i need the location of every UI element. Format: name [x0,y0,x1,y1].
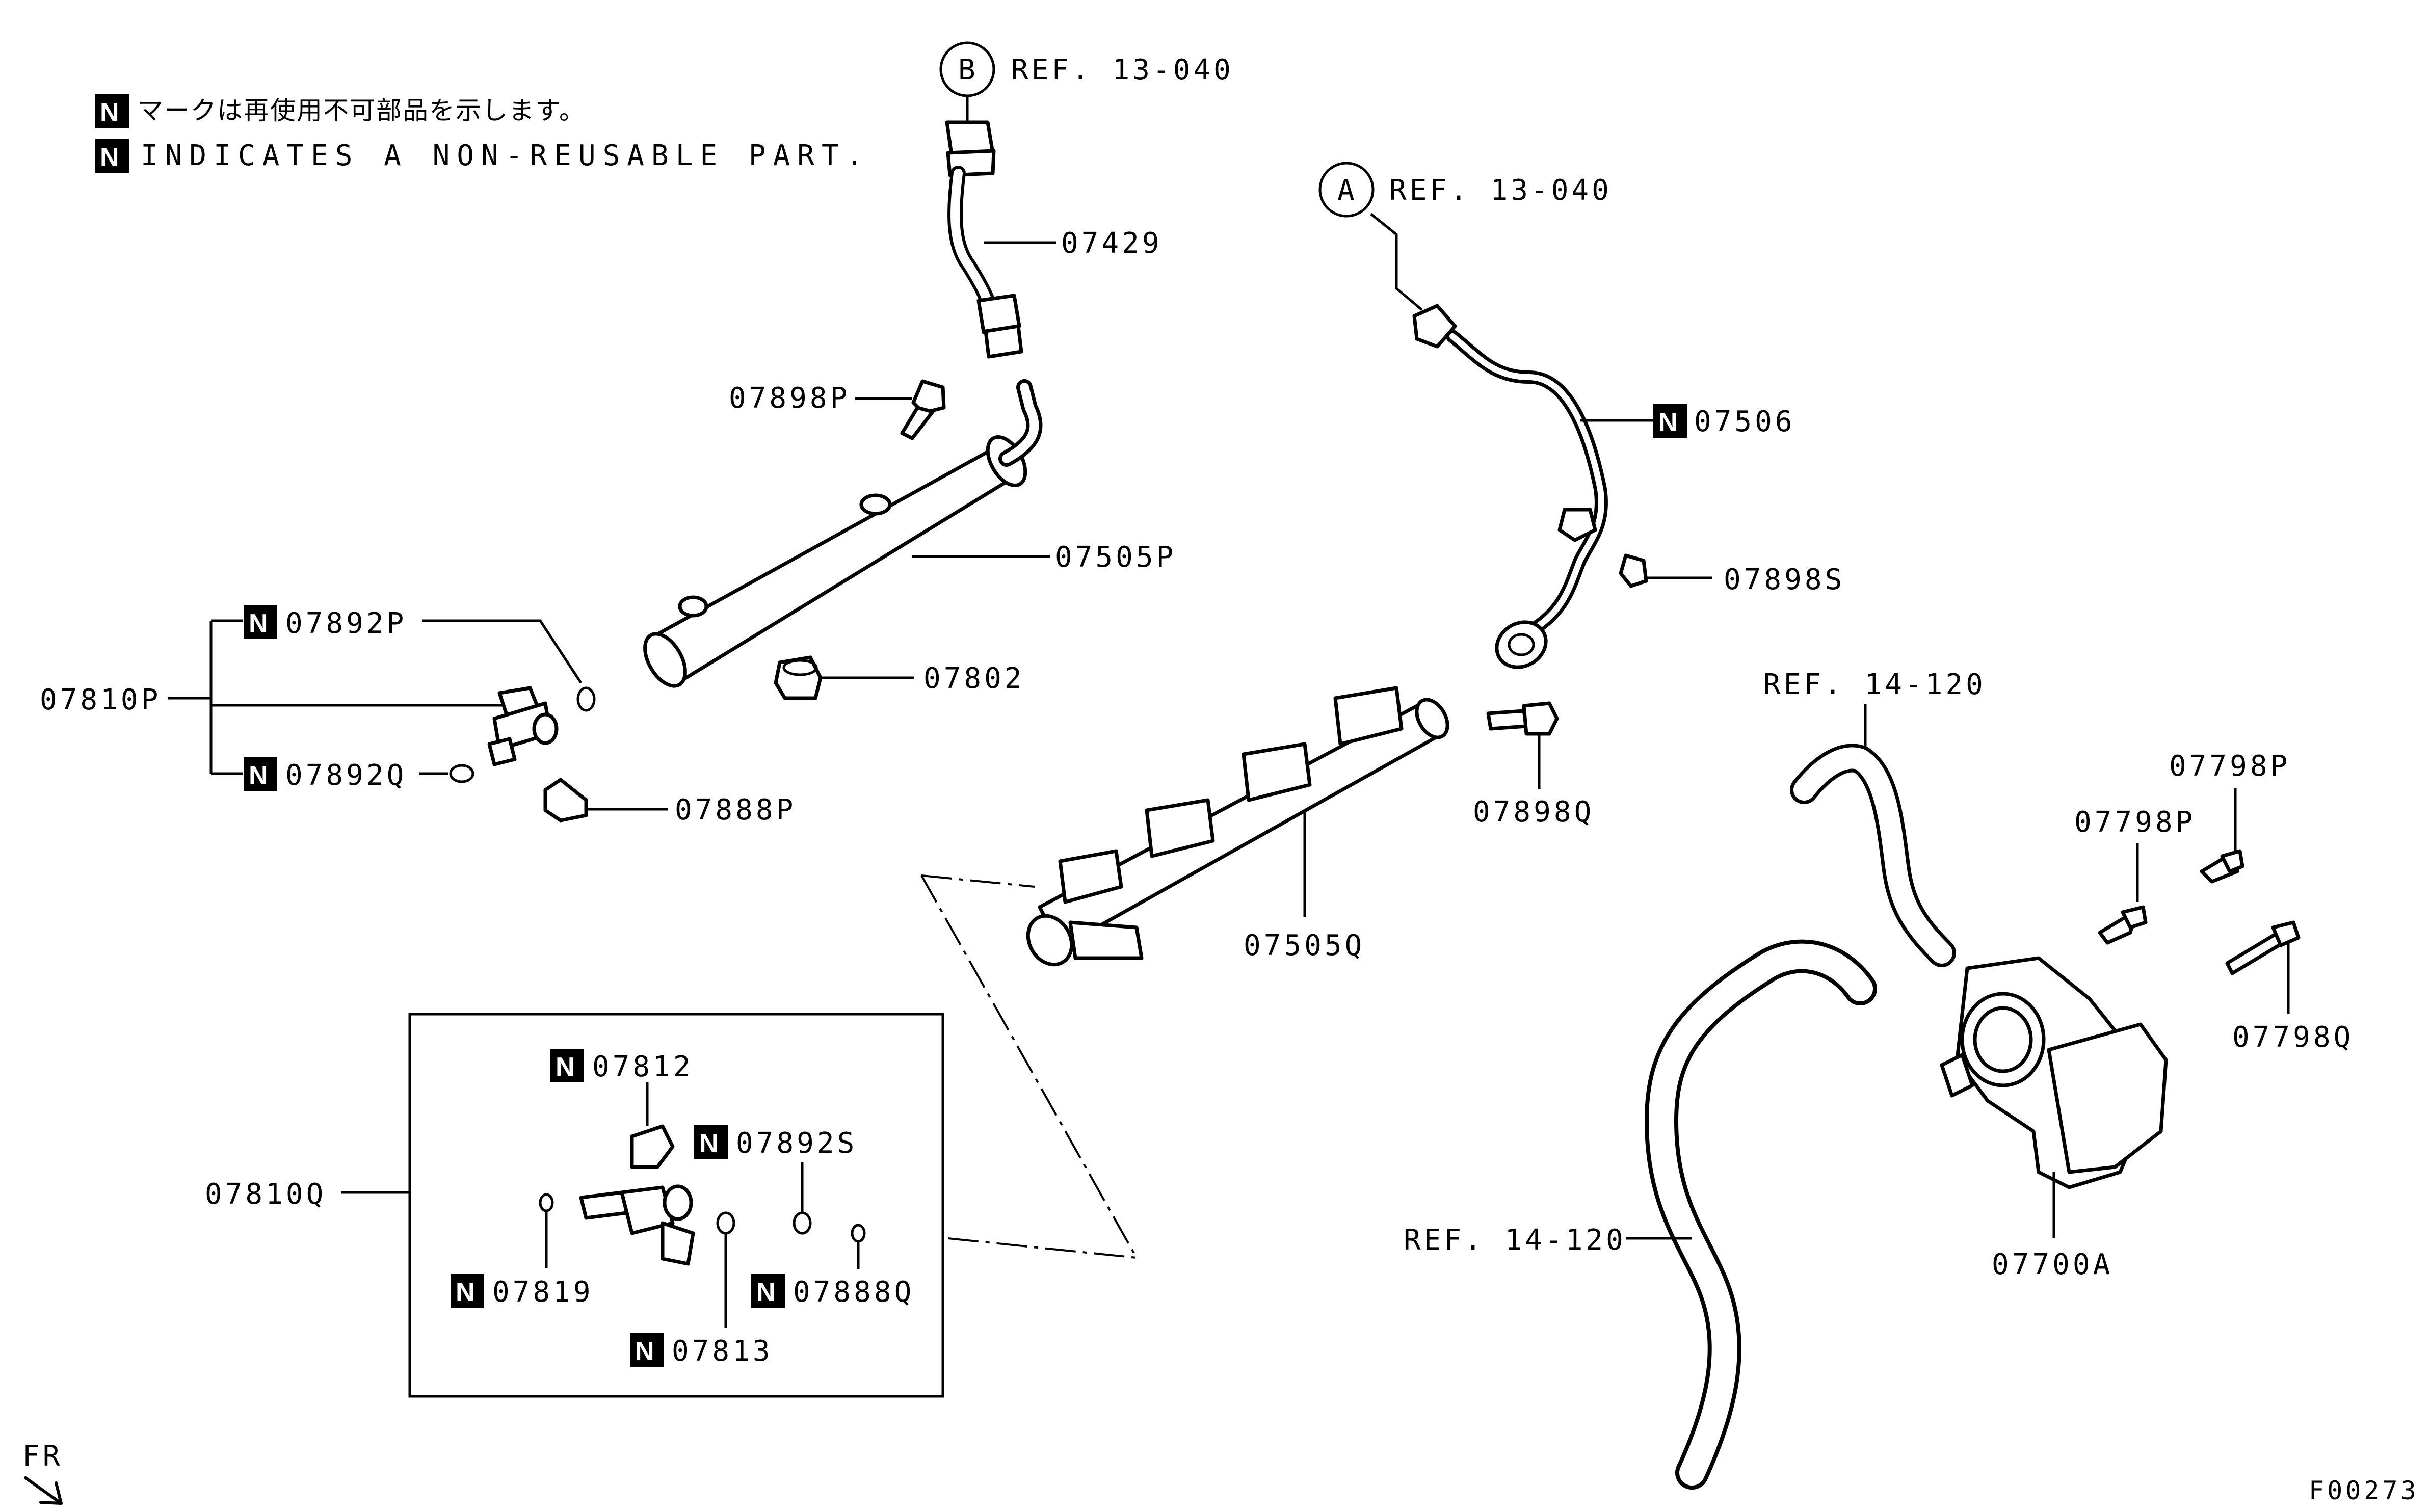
injector-port-4 [1333,686,1404,746]
legend-notes: N マークは再使用不可部品を示します。 N INDICATES A NON-RE… [95,94,870,173]
ref-b-label: REF. 13-040 [1011,54,1234,87]
label-07888P: 07888P [675,793,796,827]
n-mark-07506: N [1658,408,1678,437]
bolt-07898S: 07898S [1619,553,1845,596]
detail-box-07810Q: 07810Q N 07812 N 07892S N 07819 N 07813 … [205,1013,944,1398]
fuel-hose-07429: B REF. 13-040 07429 [939,41,1234,359]
label-07898P: 07898P [729,382,850,415]
ref-b-circle-label: B [958,54,979,87]
bolt-07798P-b: 07798P [2074,806,2196,945]
ref-a-label: REF. 13-040 [1389,174,1612,207]
clip-07888P: 07888P [543,778,796,827]
fr-label: FR [22,1440,63,1473]
n-mark-07812: N [556,1052,575,1082]
ref-hose-upper-label: REF. 14-120 [1763,668,1986,701]
label-07802: 07802 [923,662,1025,695]
figure-code: F00273 [2309,1476,2419,1505]
label-07812: 07812 [592,1050,694,1083]
n-mark-07892S: N [699,1129,719,1158]
label-07810Q: 07810Q [205,1178,326,1211]
injector-assy-07810P: 07810P N 07892P N 07892Q [40,605,596,792]
note-en: INDICATES A NON-REUSABLE PART. [141,139,870,172]
fuel-rail-07505P: 07505P [643,379,1176,688]
label-07888Q: 07888Q [793,1276,914,1309]
front-direction-indicator: FR [22,1440,63,1505]
ref-a-circle-label: A [1337,174,1358,207]
label-07505Q: 07505Q [1244,929,1365,962]
label-07700A: 07700A [1992,1248,2113,1281]
n-mark-07892Q: N [249,761,268,790]
n-mark-en: N [100,143,119,172]
label-07898S: 07898S [1724,563,1845,596]
injector-port-2 [1145,798,1215,858]
label-07892S: 07892S [736,1127,857,1160]
n-mark-07888Q: N [756,1278,776,1307]
label-07798P-a: 07798P [2169,750,2290,783]
label-07810P: 07810P [40,683,161,717]
label-07892Q: 07892Q [285,759,407,792]
label-07506: 07506 [1694,405,1795,438]
bolt-07898Q: 07898Q [1473,701,1594,829]
ref-hose-lower-label: REF. 14-120 [1404,1224,1626,1257]
cushion-07802: 07802 [774,655,1025,700]
n-mark-07819: N [456,1278,475,1307]
fuel-pipe-07506: A REF. 13-040 N 07506 [1318,162,1795,669]
label-07813: 07813 [672,1335,773,1368]
detail-callout-lines [920,874,1138,1259]
label-07892P: 07892P [285,607,407,640]
injector-port-1 [1058,849,1123,904]
label-07798P-b: 07798P [2074,806,2196,839]
label-07505P: 07505P [1055,541,1176,574]
hose-upper: REF. 14-120 [1763,668,1986,967]
label-07819: 07819 [492,1276,594,1309]
bolt-07798P-a: 07798P [2169,750,2290,884]
bolt-07898P: 07898P [729,379,946,440]
n-mark-07892P: N [249,609,268,639]
fuel-rail-07505Q: 07505Q [1026,686,1449,967]
label-07429: 07429 [1061,227,1163,260]
injector-port-3 [1242,742,1312,802]
n-mark-jp: N [100,98,119,127]
label-07898Q: 07898Q [1473,795,1594,829]
n-mark-07813: N [635,1337,654,1366]
bolt-07798Q: 07798Q [2225,920,2354,1054]
throttle-body-07700A: 07700A [1940,956,2168,1281]
note-jp: マークは再使用不可部品を示します。 [138,96,586,125]
hose-lower: REF. 14-120 [1404,939,1877,1490]
label-07798Q: 07798Q [2232,1021,2354,1054]
